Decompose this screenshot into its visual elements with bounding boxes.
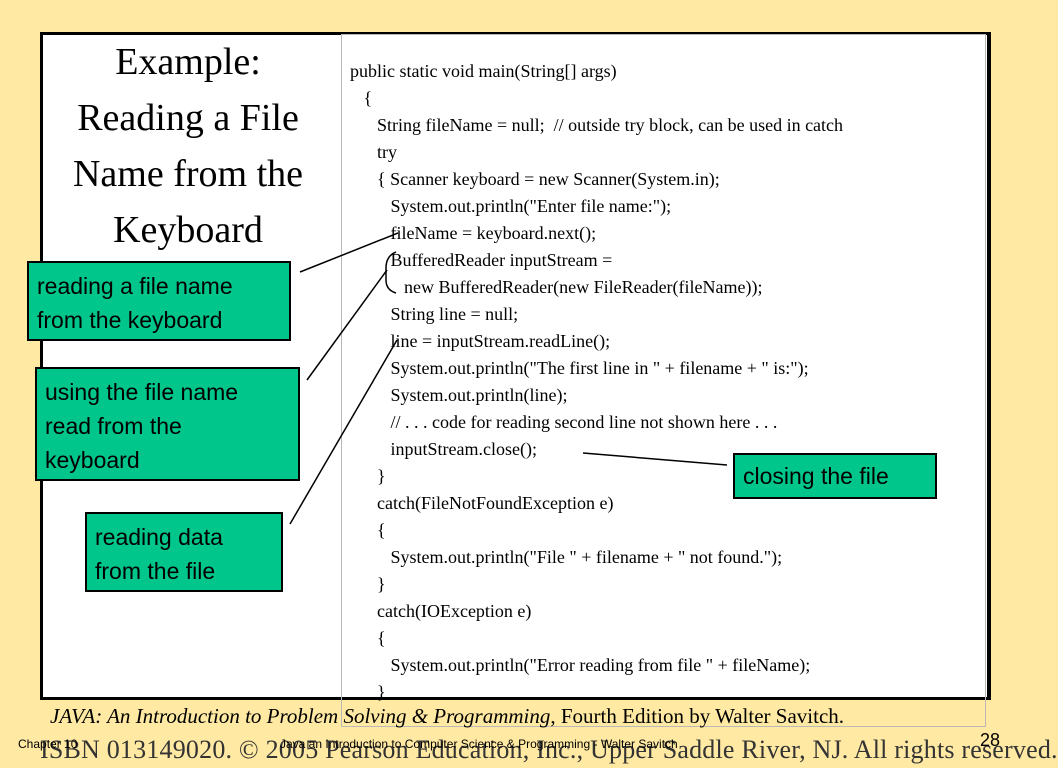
code-line: new BufferedReader(new FileReader(fileNa…	[350, 277, 763, 297]
course-caption: Java an Introduction to Computer Science…	[280, 737, 678, 751]
code-line: System.out.println("The first line in " …	[350, 358, 809, 378]
code-line: catch(FileNotFoundException e)	[350, 493, 614, 513]
code-line: fileName = keyboard.next();	[350, 223, 597, 243]
title-line: Example:	[115, 41, 261, 83]
code-line: catch(IOException e)	[350, 601, 532, 621]
code-line: {	[350, 520, 386, 540]
code-line: String line = null;	[350, 304, 519, 324]
callout-closing-file: closing the file	[733, 453, 937, 499]
page-number: 28	[980, 730, 1001, 750]
code-line: BufferedReader inputStream =	[350, 250, 613, 270]
callout-line: from the file	[95, 558, 216, 584]
callout-line: keyboard	[45, 447, 140, 473]
code-listing: public static void main(String[] args) {…	[350, 58, 843, 706]
code-line: System.out.println("File " + filename + …	[350, 547, 783, 567]
callout-reading-data: reading data from the file	[85, 512, 283, 592]
callout-line: reading a file name	[37, 273, 233, 299]
footer-book-credit: JAVA: An Introduction to Problem Solving…	[50, 704, 844, 729]
callout-line: reading data	[95, 524, 223, 550]
code-line: line = inputStream.readLine();	[350, 331, 611, 351]
chapter-label: Chapter 10	[18, 737, 78, 751]
book-title: JAVA: An Introduction to Problem Solving…	[50, 704, 551, 728]
footer-copyright: ISBN 013149020. © 2005 Pearson Education…	[40, 735, 1058, 764]
code-line: System.out.println(line);	[350, 385, 568, 405]
code-line: {	[350, 628, 386, 648]
code-line: }	[350, 574, 386, 594]
callout-line: using the file name	[45, 379, 239, 405]
code-line: }	[350, 682, 386, 702]
code-line: {	[350, 88, 373, 108]
code-line: inputStream.close();	[350, 439, 537, 459]
code-line: String fileName = null; // outside try b…	[350, 115, 844, 135]
code-line: public static void main(String[] args)	[350, 61, 617, 81]
code-line: System.out.println("Error reading from f…	[350, 655, 811, 675]
callout-line: read from the	[45, 413, 182, 439]
title-line: Keyboard	[113, 209, 263, 251]
code-line: // . . . code for reading second line no…	[350, 412, 778, 432]
code-line: System.out.println("Enter file name:");	[350, 196, 672, 216]
callout-reading-file-name: reading a file name from the keyboard	[27, 261, 291, 341]
callout-using-file-name: using the file name read from the keyboa…	[35, 367, 300, 481]
book-edition: , Fourth Edition by Walter Savitch.	[550, 704, 845, 728]
code-line: { Scanner keyboard = new Scanner(System.…	[350, 169, 720, 189]
callout-line: closing the file	[743, 463, 889, 489]
title-line: Reading a File	[77, 97, 299, 139]
code-line: try	[350, 142, 397, 162]
callout-line: from the keyboard	[37, 307, 223, 333]
slide-title: Example: Reading a File Name from the Ke…	[44, 34, 332, 258]
title-line: Name from the	[72, 153, 304, 195]
